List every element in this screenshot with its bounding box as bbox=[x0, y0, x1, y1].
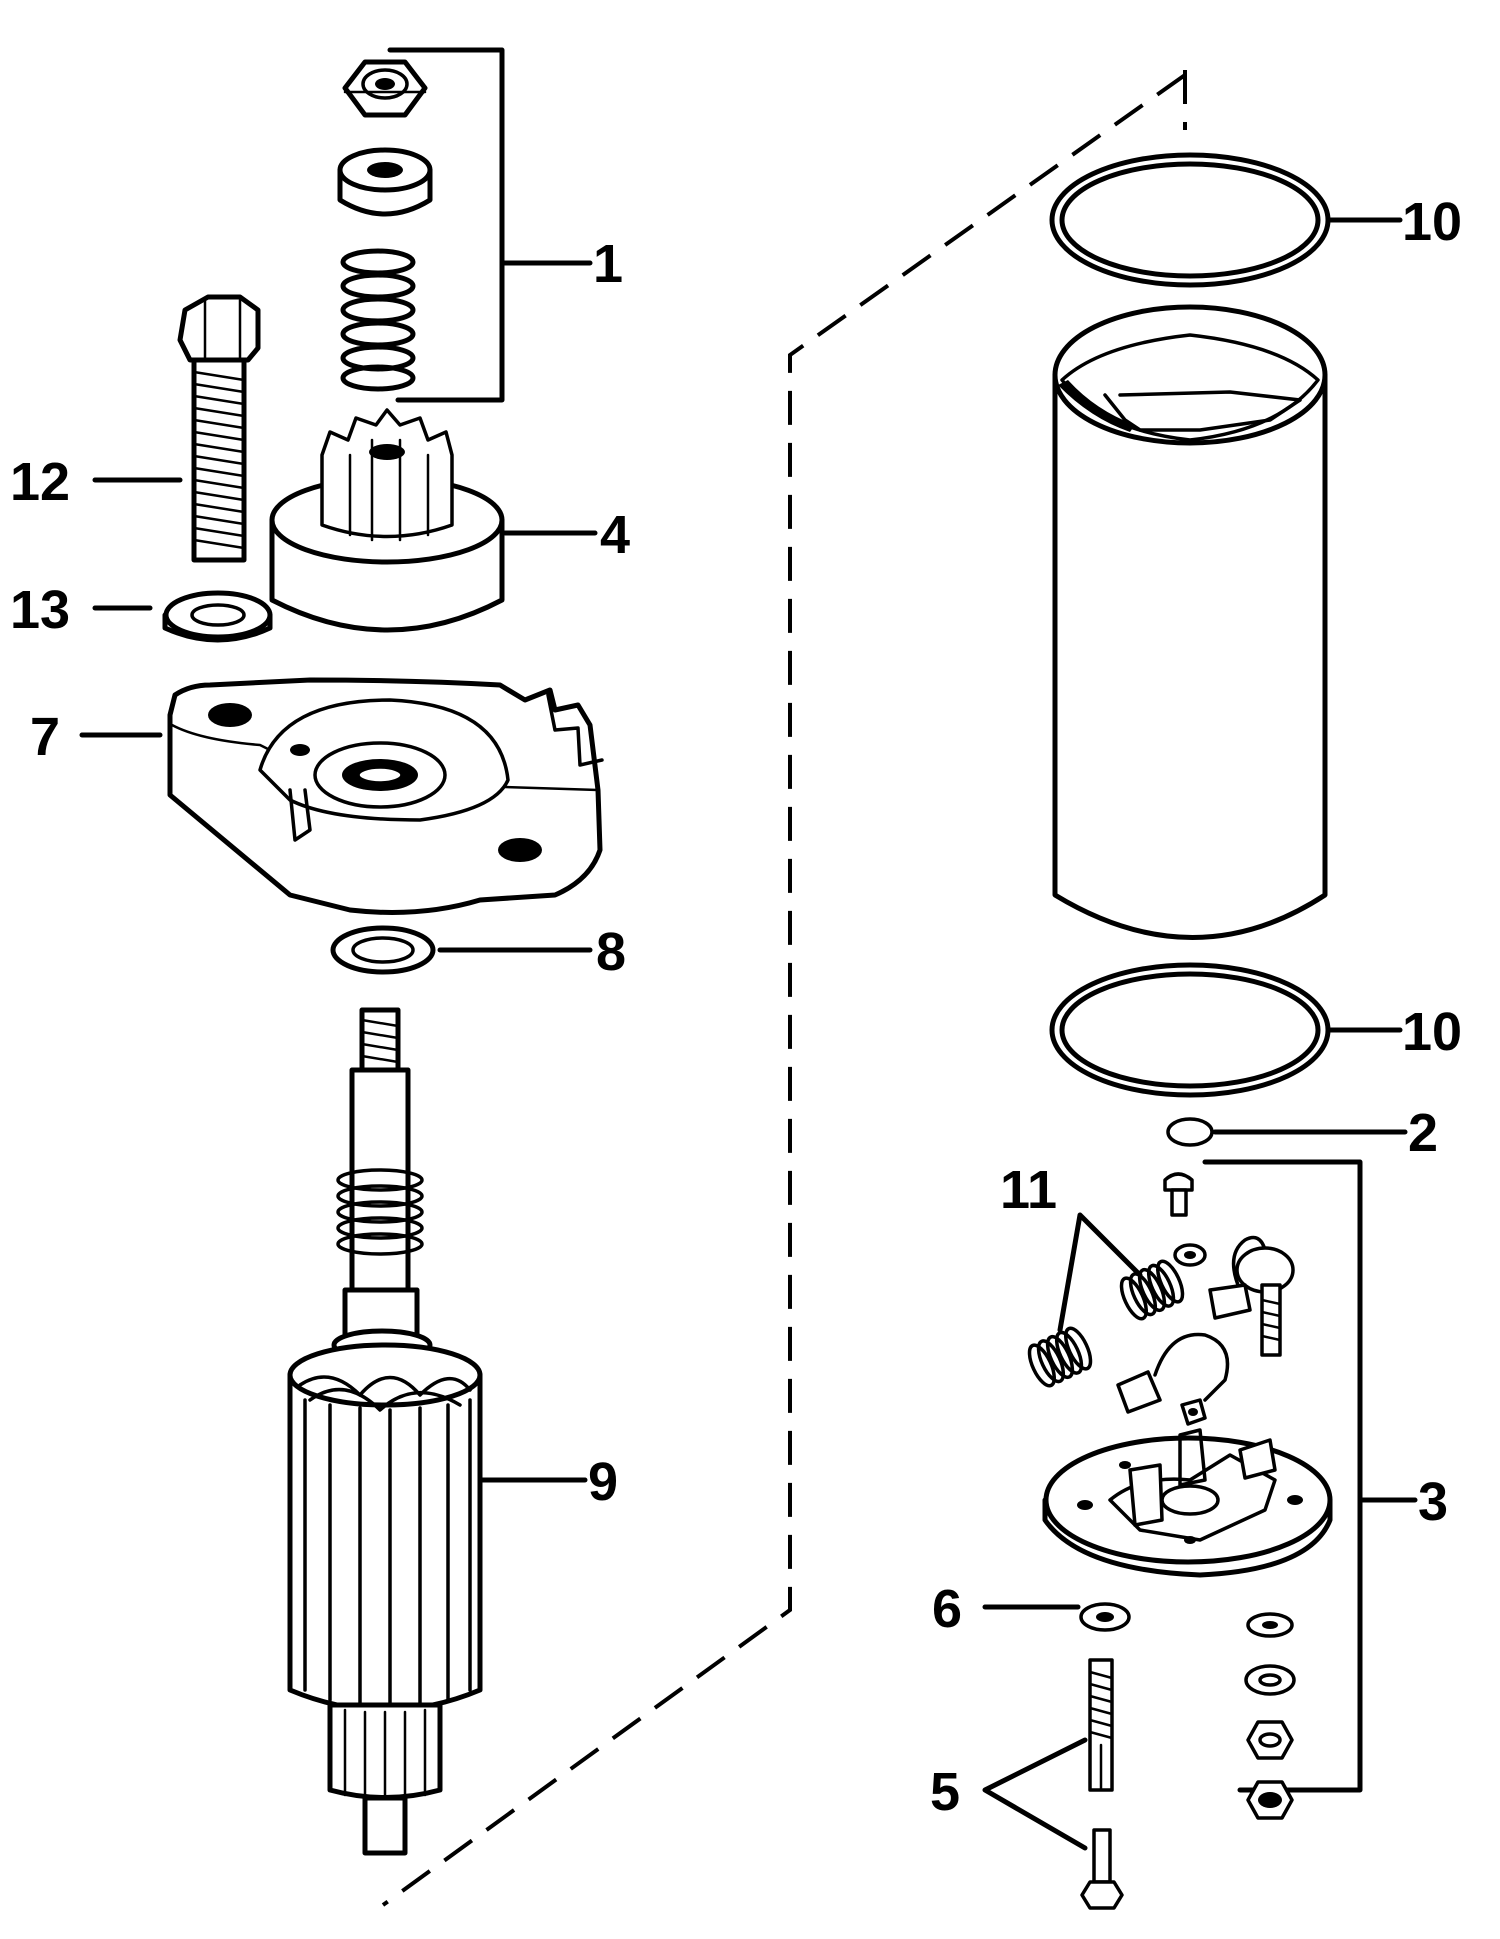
part-pinion-drive bbox=[269, 408, 505, 633]
part-thrust-washer bbox=[330, 925, 436, 975]
assembly-boundary-dashed-line bbox=[381, 70, 1187, 1907]
callout-5: 5 bbox=[930, 1762, 960, 1822]
part-bushing bbox=[337, 147, 433, 217]
part-bolt bbox=[177, 294, 261, 563]
leader-11 bbox=[1057, 1212, 1143, 1333]
part-nut bbox=[342, 59, 428, 118]
callout-11: 11 bbox=[1000, 1160, 1057, 1220]
part-plug bbox=[1166, 1117, 1214, 1147]
part-through-bolt bbox=[1088, 1658, 1114, 1792]
callout-10-bottom: 10 bbox=[1402, 1002, 1462, 1062]
part-o-ring-top bbox=[1049, 152, 1331, 288]
part-bolt-screw bbox=[1080, 1828, 1124, 1910]
part-brush-terminal bbox=[1208, 1235, 1295, 1357]
part-terminal-washers-and-nuts bbox=[1244, 1612, 1296, 1820]
part-end-cap-screw bbox=[1163, 1172, 1194, 1217]
callout-8: 8 bbox=[596, 922, 626, 982]
part-brush-springs bbox=[1027, 1259, 1185, 1388]
callout-2: 2 bbox=[1408, 1103, 1438, 1163]
callout-9: 9 bbox=[588, 1452, 618, 1512]
part-o-ring-bottom bbox=[1049, 962, 1331, 1098]
part-armature bbox=[287, 1007, 483, 1856]
callout-12: 12 bbox=[10, 452, 70, 512]
leader-bracket-3 bbox=[1202, 1159, 1418, 1793]
part-frame-housing bbox=[1052, 304, 1328, 940]
callout-6: 6 bbox=[932, 1579, 962, 1639]
callout-3: 3 bbox=[1418, 1472, 1448, 1532]
part-brush-lead bbox=[1116, 1332, 1230, 1426]
part-washer-13 bbox=[162, 590, 273, 643]
leader-5 bbox=[982, 1737, 1088, 1851]
callout-7: 7 bbox=[30, 707, 60, 767]
part-small-washer bbox=[1173, 1243, 1207, 1267]
leader-bracket-1 bbox=[387, 47, 593, 403]
callout-13: 13 bbox=[10, 580, 70, 640]
part-washer-6 bbox=[1079, 1602, 1131, 1632]
callout-4: 4 bbox=[600, 505, 630, 565]
part-commutator-end-cap bbox=[1042, 1428, 1333, 1578]
callout-1: 1 bbox=[593, 234, 623, 294]
callout-10-top: 10 bbox=[1402, 192, 1462, 252]
part-spring bbox=[340, 248, 416, 392]
part-drive-end-cap bbox=[167, 677, 604, 915]
